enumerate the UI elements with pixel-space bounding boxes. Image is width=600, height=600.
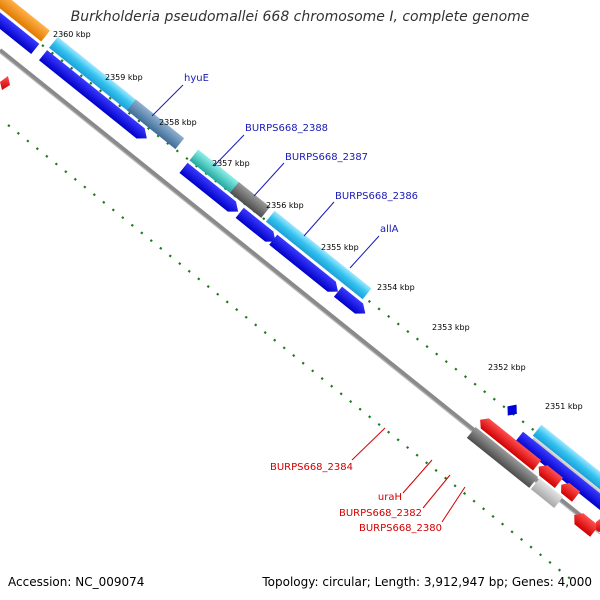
gene-hyuE (127, 99, 185, 150)
label-hyuE: hyuE (184, 73, 209, 84)
tick-dots-inner (7, 124, 579, 586)
gene-red-edge-left (0, 76, 10, 90)
tick-label-2355: 2355 kbp (321, 243, 359, 252)
label-burps-2384: BURPS668_2384 (270, 462, 353, 473)
gene-red-c (561, 482, 581, 502)
gene-blue-a (0, 0, 40, 55)
tick-label-2356: 2356 kbp (266, 201, 304, 210)
topology-label: Topology: circular; Length: 3,912,947 bp… (262, 575, 592, 589)
tick-labels: 2360 kbp 2359 kbp 2358 kbp 2357 kbp 2356… (53, 30, 583, 411)
tick-label-2359: 2359 kbp (105, 73, 143, 82)
gene-orange (0, 0, 50, 42)
gene-red-a (480, 418, 542, 471)
tick-label-2351: 2351 kbp (545, 402, 583, 411)
gene-leader-lines (151, 84, 466, 523)
label-burps-2387: BURPS668_2387 (285, 152, 368, 163)
tick-label-2352: 2352 kbp (488, 363, 526, 372)
label-burps-2380: BURPS668_2380 (359, 523, 442, 534)
gene-blue-b (39, 50, 147, 139)
gene-gray-b (531, 436, 600, 510)
label-burps-2388: BURPS668_2388 (245, 123, 328, 134)
reverse-track (466, 418, 599, 537)
tick-label-2357: 2357 kbp (212, 159, 250, 168)
gene-sky-b (532, 424, 600, 511)
gene-blue-e (269, 234, 338, 292)
tick-label-2354: 2354 kbp (377, 283, 415, 292)
tick-label-2353: 2353 kbp (432, 323, 470, 332)
gene-burps-2387 (265, 210, 372, 300)
gene-red-edge-right (596, 519, 600, 532)
gene-red-d (574, 513, 599, 537)
label-burps-2386: BURPS668_2386 (335, 191, 418, 202)
gene-blue-d (235, 207, 276, 242)
gene-burps-2388 (230, 181, 270, 218)
gene-burps-2384 (466, 426, 539, 488)
tick-label-2358: 2358 kbp (159, 118, 197, 127)
gene-blue-g (514, 431, 600, 511)
gene-urah (530, 478, 563, 508)
label-urah: uraH (378, 492, 402, 503)
gene-labels: hyuE BURPS668_2388 BURPS668_2387 BURPS66… (184, 73, 442, 534)
gene-blue-c (179, 162, 239, 212)
gene-blue-f (333, 286, 366, 314)
gene-red-b (538, 465, 564, 488)
tick-label-2360: 2360 kbp (53, 30, 91, 39)
label-burps-2382: BURPS668_2382 (339, 508, 422, 519)
forward-track (0, 0, 600, 511)
accession-label: Accession: NC_009074 (8, 575, 145, 589)
label-allA: allA (380, 224, 399, 235)
map-title: Burkholderia pseudomallei 668 chromosome… (70, 9, 530, 25)
gene-blue-small (507, 404, 517, 416)
